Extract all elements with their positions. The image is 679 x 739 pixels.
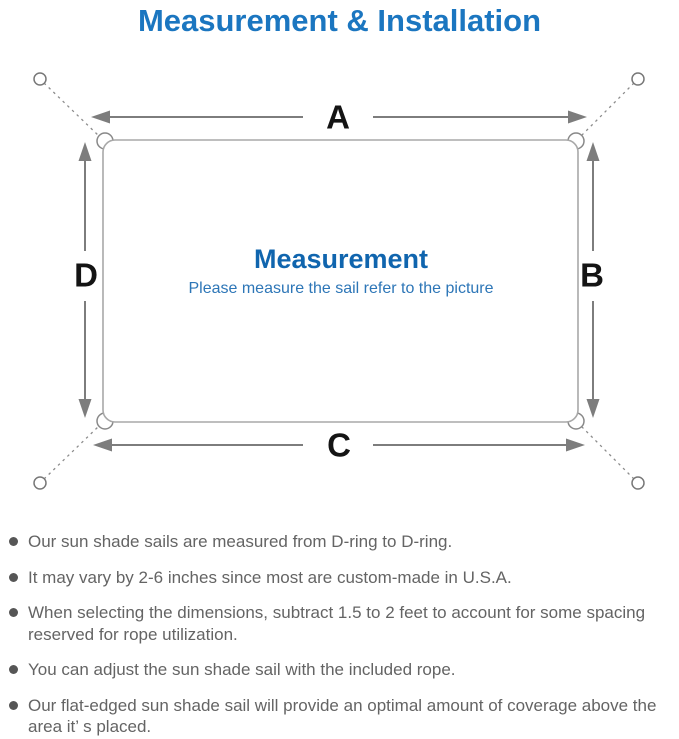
dimension-label-d: D <box>74 257 98 294</box>
anchor-point-icon-bottom-left <box>33 476 47 490</box>
measurement-diagram: A C D B Measurement Please measure the s… <box>33 72 645 490</box>
sun-shade-sail-outline <box>102 139 579 423</box>
bullet-icon <box>9 608 18 617</box>
dimension-label-a: A <box>326 99 350 136</box>
note-text: It may vary by 2-6 inches since most are… <box>28 567 512 587</box>
dimension-label-b: B <box>580 257 604 294</box>
dimension-label-c: C <box>327 427 351 464</box>
arrowhead-down-icon-b <box>586 399 600 418</box>
notes-list: Our sun shade sails are measured from D-… <box>9 531 661 739</box>
arrowhead-right-icon-a <box>568 110 587 124</box>
anchor-point-icon-bottom-right <box>631 476 645 490</box>
arrowhead-down-icon-d <box>78 399 92 418</box>
arrowhead-up-icon-d <box>78 142 92 161</box>
rope-dashed-line-bottom-left <box>43 424 101 480</box>
rope-dashed-line-top-left <box>43 82 101 138</box>
bullet-icon <box>9 572 18 582</box>
diagram-center-subheading: Please measure the sail refer to the pic… <box>188 280 493 297</box>
arrowhead-right-icon-c <box>566 438 585 452</box>
list-item: When selecting the dimensions, subtract … <box>9 602 661 645</box>
bullet-icon <box>9 537 18 546</box>
list-item: You can adjust the sun shade sail with t… <box>9 659 661 681</box>
note-text: Our flat-edged sun shade sail will provi… <box>28 695 657 737</box>
diagram-center-heading: Measurement <box>254 244 428 274</box>
bullet-icon <box>9 665 18 674</box>
arrowhead-left-icon-a <box>91 110 110 124</box>
anchor-point-icon-top-left <box>33 72 47 86</box>
list-item: Our flat-edged sun shade sail will provi… <box>9 695 661 738</box>
note-text: When selecting the dimensions, subtract … <box>28 603 646 644</box>
note-text: Our sun shade sails are measured from D-… <box>28 532 453 551</box>
rope-dashed-line-top-right <box>579 82 635 138</box>
bullet-icon <box>9 700 18 710</box>
list-item: Our sun shade sails are measured from D-… <box>9 531 661 553</box>
list-item: It may vary by 2-6 inches since most are… <box>9 567 661 589</box>
rope-dashed-line-bottom-right <box>579 424 635 480</box>
note-text: You can adjust the sun shade sail with t… <box>28 660 456 679</box>
arrowhead-left-icon-c <box>93 438 112 452</box>
arrowhead-up-icon-b <box>586 142 600 161</box>
anchor-point-icon-top-right <box>631 72 645 86</box>
page-title: Measurement & Installation <box>137 3 542 38</box>
